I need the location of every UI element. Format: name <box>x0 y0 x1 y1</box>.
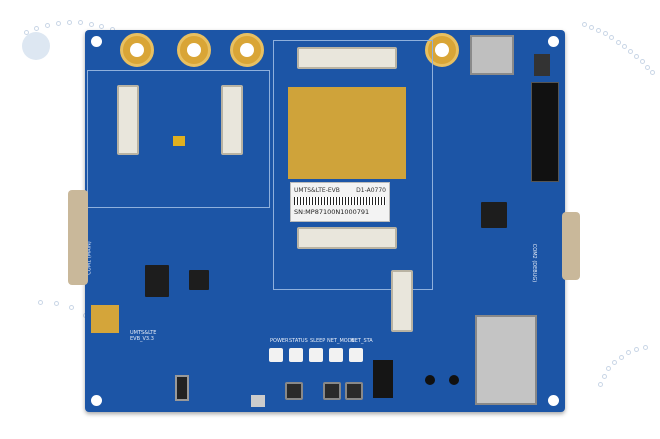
decorative-dot <box>609 35 615 41</box>
ic-chip <box>145 265 169 297</box>
led-net-mode <box>329 348 343 362</box>
decorative-dot <box>642 345 648 351</box>
serial-label: UMTS&LTE-EVB D1-A0770 SN:MP87100N1000791 <box>290 182 390 222</box>
decorative-dot <box>34 25 40 31</box>
audio-jack[interactable] <box>373 360 393 398</box>
label-model: UMTS&LTE-EVB <box>294 187 340 194</box>
led-group: POWER STATUS SLEEP NET_MODE NET_STA <box>265 338 385 378</box>
decorative-dot <box>626 350 632 356</box>
decorative-dot <box>45 22 50 28</box>
decorative-dot <box>595 27 601 33</box>
board-connector <box>297 227 397 249</box>
decorative-circle <box>22 32 50 60</box>
decorative-dot <box>68 305 74 311</box>
push-button[interactable] <box>323 382 341 400</box>
antenna-pad <box>177 33 211 67</box>
led-label-status: STATUS <box>289 338 308 344</box>
mount-hole <box>548 395 559 406</box>
mount-hole <box>91 36 102 47</box>
ic-chip <box>189 270 209 290</box>
antenna-pad <box>230 33 264 67</box>
switch[interactable] <box>534 54 550 76</box>
led-label-net-sta: NET_STA <box>351 338 373 344</box>
decorative-dot <box>628 48 634 54</box>
led-net-sta <box>349 348 363 362</box>
decorative-dot <box>650 70 655 76</box>
decorative-dot <box>606 366 612 372</box>
antenna-pad <box>425 33 459 67</box>
module-outline <box>273 40 433 290</box>
board-connector <box>391 270 413 332</box>
decorative-dot <box>99 24 105 29</box>
sim-slot-top <box>470 35 514 75</box>
gold-pad <box>91 305 119 333</box>
led-status <box>289 348 303 362</box>
com2-connector[interactable] <box>562 212 580 280</box>
decorative-dot <box>77 20 83 26</box>
decorative-dot <box>581 21 587 27</box>
led-power <box>269 348 283 362</box>
sim-slot <box>475 315 537 405</box>
label-serial: SN:MP87100N1000791 <box>294 208 370 216</box>
decorative-dot <box>634 347 640 353</box>
usb-port[interactable] <box>251 395 265 407</box>
mount-hole <box>91 395 102 406</box>
barcode <box>294 197 386 205</box>
ic-chip <box>481 202 507 228</box>
decorative-dot <box>639 59 645 65</box>
decorative-dot <box>602 31 608 37</box>
led-label-net-mode: NET_MODE <box>327 338 355 344</box>
mount-hole <box>548 36 559 47</box>
decorative-dot <box>644 64 650 70</box>
decorative-dot <box>633 53 639 59</box>
com1-connector[interactable] <box>68 190 88 285</box>
button-round[interactable] <box>449 375 459 385</box>
version-label: UMTS&LTE EVB_V3.3 <box>130 330 157 342</box>
capacitor <box>173 136 185 146</box>
decorative-dot <box>53 301 59 307</box>
led-sleep <box>309 348 323 362</box>
decorative-dot <box>37 300 43 306</box>
module-socket <box>288 87 406 179</box>
board-connector <box>221 85 243 155</box>
decorative-dot <box>598 381 604 387</box>
decorative-dot <box>55 20 61 26</box>
button-round[interactable] <box>425 375 435 385</box>
led-label-power: POWER <box>270 338 289 344</box>
com2-label: COM2 (DEBUG) <box>531 243 538 283</box>
power-switch[interactable] <box>175 375 189 401</box>
evaluation-board: UMTS&LTE-EVB D1-A0770 SN:MP87100N1000791… <box>85 30 565 412</box>
decorative-dot <box>622 44 627 49</box>
pin-header <box>531 82 559 182</box>
decorative-dot <box>66 20 72 26</box>
decorative-dot <box>618 354 624 360</box>
decorative-dot <box>588 24 594 30</box>
decorative-dot <box>601 373 607 379</box>
push-button[interactable] <box>345 382 363 400</box>
silkscreen-outline <box>87 70 270 208</box>
antenna-pad <box>120 33 154 67</box>
decorative-dot <box>88 21 94 27</box>
board-connector <box>297 47 397 69</box>
push-button[interactable] <box>285 382 303 400</box>
board-connector <box>117 85 139 155</box>
decorative-dot <box>612 360 618 366</box>
decorative-dot <box>615 39 621 45</box>
led-label-sleep: SLEEP <box>310 338 326 344</box>
label-code: D1-A0770 <box>356 187 386 194</box>
